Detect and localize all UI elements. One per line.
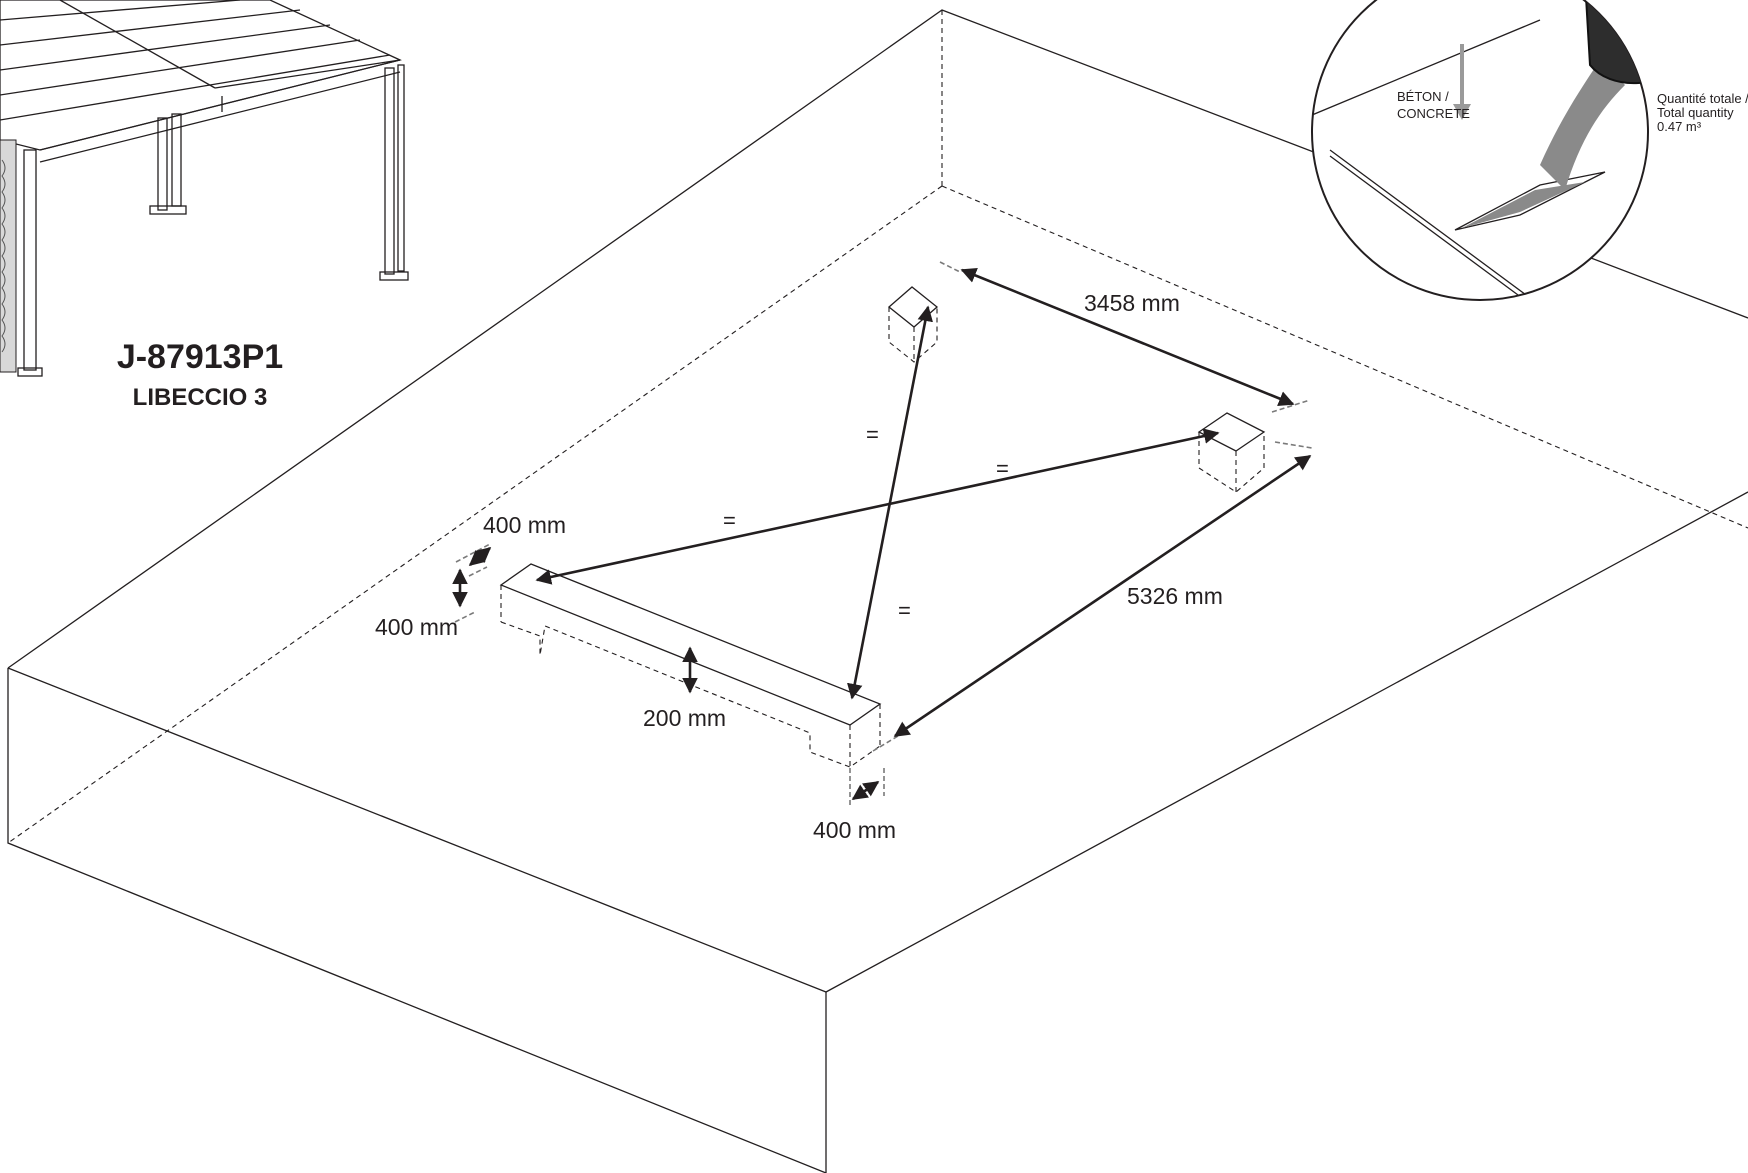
material-label-line2: CONCRETE	[1397, 106, 1470, 121]
product-name: LIBECCIO 3	[133, 384, 268, 411]
concrete-fill	[1462, 182, 1585, 228]
width-label: 5326 mm	[1127, 583, 1223, 609]
arrow-footing-width-2	[851, 780, 880, 801]
quantity-label-line2: Total quantity	[1657, 105, 1734, 120]
equal-mark: =	[866, 422, 879, 447]
pergola-illustration	[0, 0, 409, 377]
footing-depth-label: 400 mm	[375, 614, 458, 640]
length-label: 3458 mm	[1084, 290, 1180, 316]
quantity-label-line1: Quantité totale /	[1657, 91, 1748, 106]
material-label-line1: BÉTON /	[1397, 89, 1449, 104]
hidden-edges	[7, 10, 1748, 844]
arrow-diagonal-2	[535, 428, 1220, 585]
dimension-arrows	[452, 268, 1312, 801]
equal-mark: =	[996, 456, 1009, 481]
slab-thickness-label: 200 mm	[643, 705, 726, 731]
equal-mark: =	[898, 598, 911, 623]
quantity-value: 0.47 m³	[1657, 119, 1702, 134]
footing-width-label-2: 400 mm	[813, 817, 896, 843]
footing-right	[1197, 412, 1266, 493]
arrow-width	[893, 454, 1312, 738]
arrow-length	[960, 268, 1295, 406]
product-reference: J-87913P1	[117, 338, 283, 376]
arrow-footing-width	[468, 546, 492, 567]
footing-top	[887, 286, 939, 363]
footing-front-strip	[499, 563, 882, 768]
footing-width-label: 400 mm	[483, 512, 566, 538]
concrete-inset	[1311, 0, 1649, 301]
equal-mark: =	[723, 508, 736, 533]
